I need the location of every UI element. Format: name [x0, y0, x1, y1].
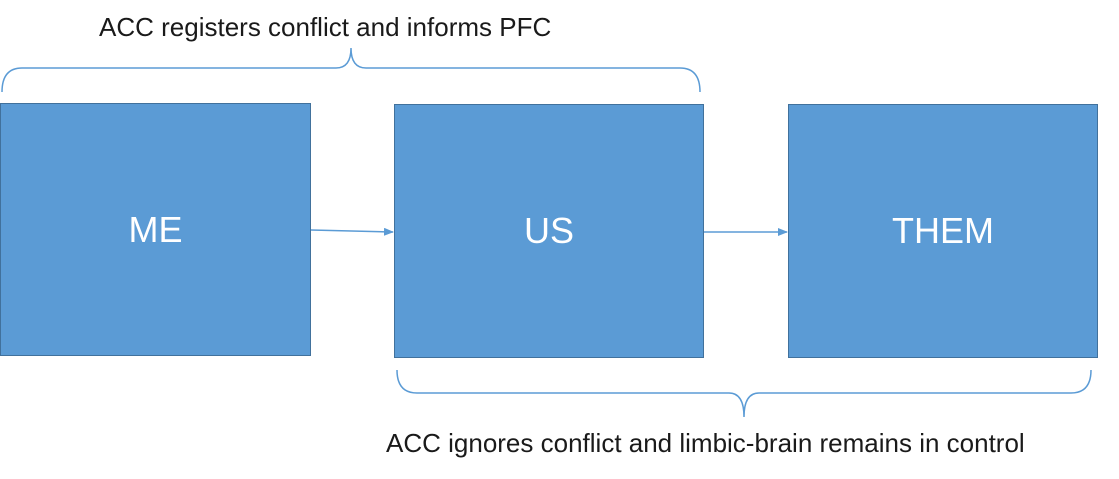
bottom-curly-brace: [396, 369, 1092, 418]
top-curly-brace: [1, 47, 701, 93]
box-us: US: [394, 104, 704, 358]
box-them-label: THEM: [892, 210, 994, 251]
box-us-label: US: [523, 210, 574, 251]
top-brace-caption: ACC registers conflict and informs PFC: [99, 12, 552, 42]
arrow-me-to-us: [310, 227, 394, 236]
box-me: ME: [0, 103, 311, 356]
box-them: THEM: [788, 104, 1098, 358]
box-me-label: ME: [128, 208, 183, 250]
bottom-brace-caption: ACC ignores conflict and limbic-brain re…: [386, 428, 1025, 458]
